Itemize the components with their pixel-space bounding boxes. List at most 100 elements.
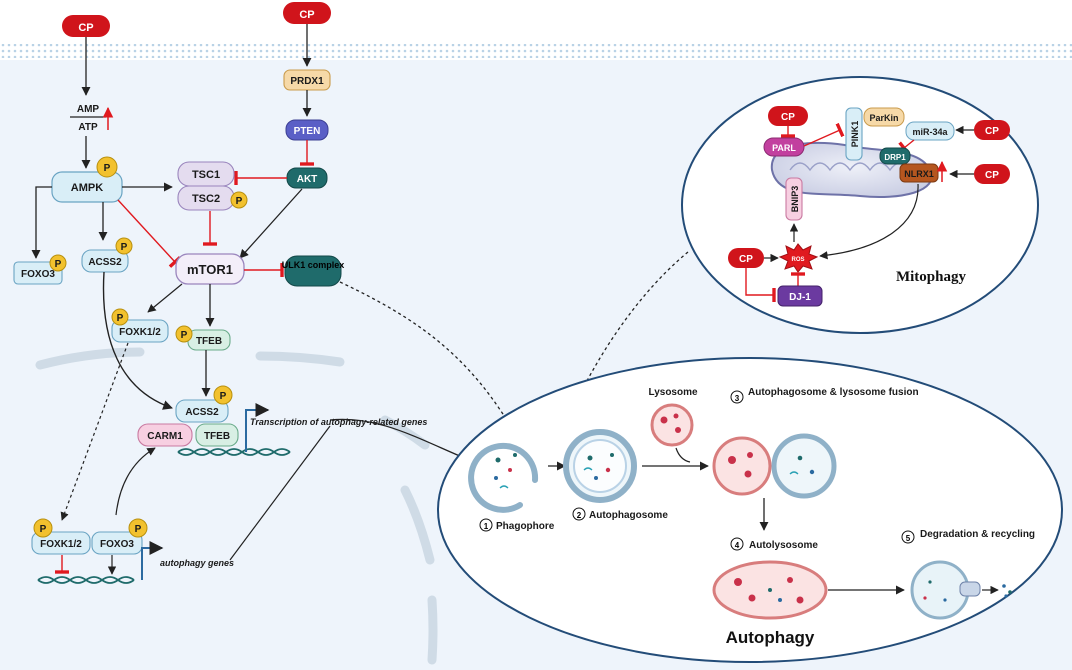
ulk1-complex-node: ULK1 complex (282, 255, 345, 287)
drp1-node: DRP1 (879, 147, 911, 165)
tfeb-node-nucleus: TFEB (195, 423, 239, 447)
bnip3-node: BNIP3 (785, 177, 803, 221)
step-1-badge (479, 518, 493, 532)
cp-badge-mito-1: CP (768, 106, 808, 126)
ampk-node: AMPK P (51, 156, 123, 203)
svg-text:PTEN: PTEN (294, 126, 321, 137)
dna-helix-1 (177, 448, 291, 456)
lysosome-label: Lysosome (648, 387, 698, 398)
acss2-node-nucleus: ACSS2 P (175, 385, 233, 423)
tsc-complex: TSC1 TSC2 P (177, 161, 248, 211)
svg-text:AMPK: AMPK (71, 182, 103, 194)
pink1-node: PINK1 (845, 107, 863, 161)
svg-text:CP: CP (985, 126, 999, 137)
step-1-label: Phagophore (496, 521, 555, 532)
foxo3-node-nucleus: FOXO3 P (91, 518, 148, 555)
svg-text:CARM1: CARM1 (147, 431, 183, 442)
svg-text:FOXO3: FOXO3 (100, 539, 134, 550)
svg-text:PINK1: PINK1 (850, 121, 860, 148)
svg-text:P: P (220, 391, 227, 402)
svg-text:2: 2 (577, 511, 582, 520)
mtor1-node: mTOR1 (175, 253, 245, 285)
svg-text:1: 1 (484, 522, 489, 531)
step-2-badge (572, 507, 586, 521)
mitophagy-title: Mitophagy (896, 269, 967, 285)
svg-text:BNIP3: BNIP3 (790, 186, 800, 213)
autophagosome (563, 429, 637, 503)
mir34a-node: miR-34a (905, 121, 955, 141)
svg-text:FOXO3: FOXO3 (21, 269, 55, 280)
fusion-vesicle (712, 433, 837, 499)
transcription-label: Transcription of autophagy-related genes (250, 417, 427, 427)
svg-text:PARL: PARL (772, 143, 796, 153)
parl-node: PARL (763, 137, 805, 157)
svg-text:CP: CP (781, 112, 795, 123)
svg-text:NLRX1: NLRX1 (904, 169, 934, 179)
svg-text:P: P (181, 330, 188, 341)
acss2-node-cyto: ACSS2 P (81, 237, 133, 273)
cp-badge-mito-4: CP (728, 248, 764, 268)
cp-badge-1: CP (62, 15, 110, 37)
svg-text:P: P (40, 524, 47, 535)
svg-text:TFEB: TFEB (204, 431, 230, 442)
autolysosome (712, 560, 828, 620)
svg-text:TSC2: TSC2 (192, 193, 220, 205)
cp-badge-mito-3: CP (974, 164, 1010, 184)
parkin-node: ParKin (863, 107, 905, 127)
lysosome (650, 403, 694, 447)
svg-text:4: 4 (735, 541, 740, 550)
foxk12-node-nucleus: FOXK1/2 P (31, 518, 91, 555)
ros-star: ROS (778, 243, 819, 273)
step-5-label: Degradation & recycling (920, 529, 1035, 540)
svg-text:CP: CP (78, 22, 93, 34)
step-2-label: Autophagosome (589, 510, 668, 521)
tfeb-node-cyto: TFEB P (175, 325, 231, 351)
svg-text:P: P (117, 313, 124, 324)
svg-text:P: P (121, 242, 128, 253)
svg-text:5: 5 (906, 534, 911, 543)
svg-text:P: P (104, 163, 111, 174)
dna-helix-2 (37, 576, 135, 584)
phagophore (468, 442, 539, 513)
svg-text:3: 3 (735, 394, 740, 403)
svg-text:TSC1: TSC1 (192, 169, 220, 181)
released-molecules (1002, 584, 1012, 598)
svg-text:PRDX1: PRDX1 (290, 76, 324, 87)
svg-text:CP: CP (739, 254, 753, 265)
svg-text:FOXK1/2: FOXK1/2 (40, 539, 82, 550)
akt-node: AKT (286, 167, 328, 189)
step-3-label: Autophagosome & lysosome fusion (748, 387, 919, 398)
svg-text:ULK1 complex: ULK1 complex (282, 260, 345, 270)
step-4-badge (730, 537, 744, 551)
dj1-node: DJ-1 (777, 285, 823, 307)
svg-text:P: P (55, 259, 62, 270)
cp-badge-2: CP (283, 2, 331, 24)
svg-text:mTOR1: mTOR1 (187, 262, 233, 277)
svg-text:ParKin: ParKin (869, 113, 898, 123)
svg-text:CP: CP (299, 9, 314, 21)
svg-text:TFEB: TFEB (196, 336, 222, 347)
svg-text:CP: CP (985, 170, 999, 181)
degradation-vesicle (910, 560, 981, 620)
svg-text:FOXK1/2: FOXK1/2 (119, 327, 161, 338)
autophagy-genes-label: autophagy genes (160, 558, 234, 568)
svg-text:P: P (236, 196, 243, 207)
amp-label: AMP (77, 104, 100, 115)
nlrx1-node: NLRX1 (899, 163, 939, 183)
cp-badge-mito-2: CP (974, 120, 1010, 140)
foxo3-node-cyto: FOXO3 P (13, 254, 67, 285)
svg-text:ROS: ROS (791, 257, 804, 263)
cell-membrane (0, 44, 1072, 58)
svg-text:miR-34a: miR-34a (912, 127, 948, 137)
svg-text:DJ-1: DJ-1 (789, 292, 811, 303)
foxk12-node-cyto: FOXK1/2 P (111, 308, 169, 343)
step-5-badge (901, 530, 915, 544)
atp-label: ATP (78, 122, 98, 133)
svg-text:ACSS2: ACSS2 (185, 407, 219, 418)
nuclear-envelope (35, 347, 438, 665)
pten-node: PTEN (285, 119, 329, 141)
step-3-badge (730, 390, 744, 404)
step-4-label: Autolysosome (749, 540, 818, 551)
